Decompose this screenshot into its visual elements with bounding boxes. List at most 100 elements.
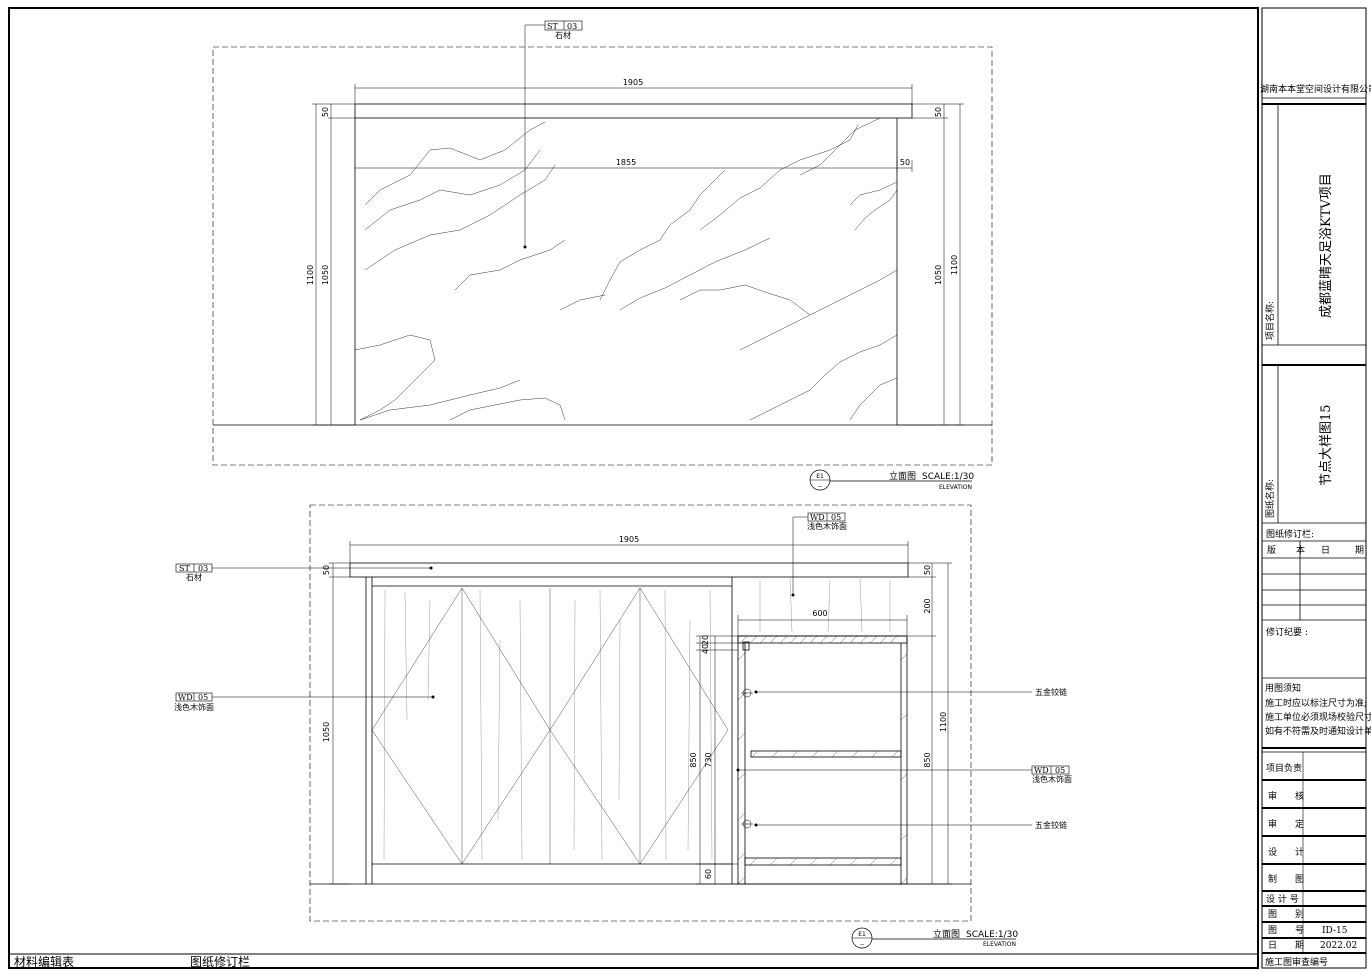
revision-col-1: 版 (1267, 544, 1276, 556)
tag-wd-num: 05 (831, 513, 841, 522)
date-label-2: 期 (1295, 940, 1304, 951)
material-tag-wd05-left: WD 05 浅色木饰面 (174, 692, 214, 712)
dim-height-total-right: 1100 (950, 255, 959, 275)
design-label-2: 计 (1295, 846, 1304, 858)
approve-label-2: 定 (1295, 818, 1304, 830)
elevation-scale: SCALE:1/30 (966, 930, 1018, 940)
drawing-no-label-1: 图 (1268, 925, 1277, 936)
tag-wd-label: 浅色木饰面 (807, 521, 847, 531)
revision-col-4: 期 (1355, 545, 1364, 556)
dim-40: 40 (701, 644, 710, 654)
material-table-label: 材料编辑表 (14, 954, 74, 969)
elevation-scale: SCALE:1/30 (922, 472, 974, 482)
review-label-2: 核 (1295, 790, 1304, 802)
symbol-bottom: -- (818, 483, 822, 490)
drawing-name-label: 图纸名称: (1264, 479, 1276, 518)
dim-width-top: 1905 (623, 78, 643, 87)
note-1: 施工时应以标注尺寸为准; (1265, 697, 1367, 709)
dimension-lines-bottom (329, 541, 952, 885)
dim-200: 200 (923, 598, 932, 613)
symbol-top: E1 (816, 473, 824, 480)
elevation-bottom: 1905 600 1050 50 20 40 850 730 60 50 200… (174, 504, 1072, 949)
dim-height-left: 1050 (321, 265, 330, 285)
tag-st-num: 03 (198, 564, 208, 573)
symbol-top: E1 (858, 931, 866, 938)
project-name: 成都蓝晴天足浴KTV项目 (1319, 173, 1334, 318)
material-tag-st03-top: ST 03 石材 (523, 20, 583, 249)
dim-20: 20 (701, 635, 710, 645)
dim-1100-right: 1100 (939, 712, 948, 732)
dimension-lines-top (312, 84, 964, 426)
date-label-1: 日 (1268, 940, 1277, 951)
tag-wd-code: WD (178, 693, 193, 702)
hinge-label-lower: 五金铰链 (1035, 820, 1067, 830)
tag-wd-label: 浅色木饰面 (1032, 774, 1072, 784)
dim-top-right: 50 (934, 107, 943, 117)
note-3: 如有不符需及时通知设计单位。 (1265, 725, 1371, 737)
tag-code: ST (547, 22, 558, 31)
review-no-label: 施工图审查编号 (1265, 956, 1328, 968)
company-name: 湖南本本堂空间设计有限公司 (1260, 83, 1371, 95)
leaders-bottom (212, 516, 1032, 826)
draw-label-1: 制 (1268, 873, 1277, 885)
elevation-subtitle: ELEVATION (939, 484, 972, 491)
project-lead-label: 项目负责 (1266, 762, 1302, 774)
review-label-1: 审 (1268, 790, 1277, 802)
tag-wd-num: 05 (198, 693, 208, 702)
dim-width-bottom: 1905 (619, 535, 639, 544)
drawing-no: ID-15 (1322, 926, 1348, 936)
drawing-no-label-2: 号 (1295, 925, 1304, 936)
elevation-subtitle: ELEVATION (983, 941, 1016, 948)
design-label-1: 设 (1268, 847, 1277, 858)
tag-wd-num: 05 (1055, 766, 1065, 775)
draw-label-2: 图 (1295, 874, 1304, 885)
sheet-frame (8, 7, 1367, 969)
tag-num: 03 (567, 22, 577, 31)
tag-wd-code: WD (810, 513, 825, 522)
tag-label: 石材 (555, 30, 571, 40)
tag-wd-code: WD (1034, 766, 1049, 775)
symbol-bottom: -- (860, 941, 864, 948)
dim-top-right-bottom: 50 (923, 565, 932, 575)
drawing-name: 节点大样图15 (1319, 404, 1334, 486)
title-block: 湖南本本堂空间设计有限公司 项目名称: 成都蓝晴天足浴KTV项目 图纸名称: 节… (1260, 83, 1371, 968)
project-name-label: 项目名称: (1264, 301, 1276, 340)
wood-grain-pattern (371, 577, 891, 865)
category-label-2: 别 (1295, 909, 1304, 920)
dim-top-left-bottom: 50 (322, 565, 331, 575)
category-label-1: 图 (1268, 909, 1277, 920)
revision-header: 图纸修订栏: (1266, 528, 1314, 540)
dim-height-total-left: 1100 (306, 265, 315, 285)
elevation-title: 立面图 (889, 470, 916, 482)
dim-60: 60 (704, 869, 713, 879)
approve-label-1: 审 (1268, 818, 1277, 830)
elevation-title-bottom: E1 -- 立面图 SCALE:1/30 ELEVATION (851, 927, 1018, 949)
material-tag-wd05-right: WD 05 浅色木饰面 (1031, 765, 1072, 784)
dim-height-right: 1050 (934, 265, 943, 285)
dim-1050-left: 1050 (322, 722, 331, 742)
dim-right-top: 50 (900, 158, 910, 167)
revision-col-3: 日 (1321, 545, 1330, 556)
marble-pattern (354, 117, 898, 421)
date-value: 2022.02 (1320, 941, 1357, 951)
tag-st-label: 石材 (186, 572, 202, 582)
design-no-label: 设 计 号 (1266, 893, 1299, 905)
revision-bar-label: 图纸修订栏 (190, 954, 250, 969)
revision-summary: 修订纪要 : (1266, 626, 1308, 638)
tag-st-code: ST (179, 564, 190, 573)
revision-col-2: 本 (1296, 544, 1305, 556)
dim-top-left: 50 (321, 107, 330, 117)
elevation-title-top: E1 -- 立面图 SCALE:1/30 ELEVATION (809, 469, 974, 491)
material-tag-st03-bottom: ST 03 石材 (175, 563, 213, 582)
dim-850-right: 850 (923, 752, 932, 767)
dim-inner-top: 1855 (616, 158, 636, 167)
elevation-top: 1905 1855 50 1100 1050 50 1050 1100 50 S… (212, 20, 993, 491)
dim-cabinet: 600 (812, 609, 827, 618)
elevation-title: 立面图 (933, 928, 960, 940)
dim-850-left: 850 (689, 752, 698, 767)
hinge-symbols (741, 688, 753, 829)
hinge-label-upper: 五金铰链 (1035, 687, 1067, 697)
tag-wd-label: 浅色木饰面 (174, 702, 214, 712)
cabinet-hatch (737, 635, 908, 885)
